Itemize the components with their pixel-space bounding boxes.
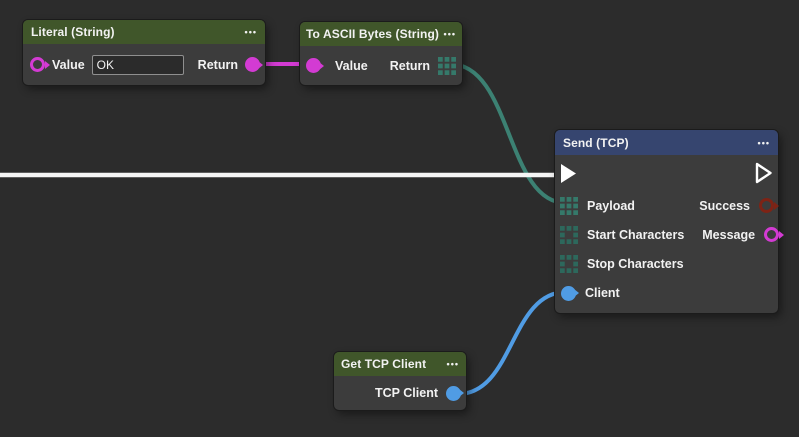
stop-characters-input-port[interactable] <box>560 254 578 273</box>
node-literal-title: Literal (String) <box>31 25 115 39</box>
return-label: Return <box>197 57 238 72</box>
node-get-tcp-header[interactable]: Get TCP Client ••• <box>334 352 466 376</box>
node-get-tcp-title: Get TCP Client <box>341 357 427 371</box>
wire-client-to-send[interactable] <box>457 290 567 396</box>
success-label: Success <box>699 198 750 213</box>
payload-input-port[interactable] <box>560 196 578 215</box>
tcp-client-output-port[interactable] <box>446 385 461 401</box>
stop-characters-label: Stop Characters <box>587 256 684 271</box>
node-literal-header[interactable]: Literal (String) ••• <box>23 20 265 44</box>
client-label: Client <box>585 286 620 300</box>
return-label: Return <box>389 58 430 73</box>
bytes-output-port[interactable] <box>438 56 456 75</box>
value-label: Value <box>52 57 85 72</box>
node-send-tcp[interactable]: Send (TCP) ••• Payload Success <box>555 130 780 313</box>
success-output-port[interactable] <box>759 198 774 213</box>
menu-icon[interactable]: ••• <box>757 137 770 148</box>
tcp-client-label: TCP Client <box>375 386 438 400</box>
menu-icon[interactable]: ••• <box>443 29 456 39</box>
message-label: Message <box>702 227 756 242</box>
start-characters-input-port[interactable] <box>560 225 578 244</box>
value-input-port[interactable] <box>306 58 321 73</box>
message-output-port[interactable] <box>764 227 780 242</box>
node-literal-string[interactable]: Literal (String) ••• Value Return <box>23 20 265 85</box>
wire-ascii-to-payload[interactable] <box>449 62 567 205</box>
node-send-header[interactable]: Send (TCP) ••• <box>555 130 778 155</box>
value-input-port[interactable] <box>30 57 45 72</box>
node-send-title: Send (TCP) <box>563 135 629 150</box>
menu-icon[interactable]: ••• <box>244 27 257 37</box>
node-to-ascii-title: To ASCII Bytes (String) <box>306 27 439 41</box>
node-to-ascii-bytes[interactable]: To ASCII Bytes (String) ••• Value Return <box>300 22 462 85</box>
client-input-port[interactable] <box>561 285 576 301</box>
start-characters-label: Start Characters <box>587 227 685 242</box>
flow-output-port[interactable] <box>755 162 773 184</box>
value-label: Value <box>335 58 368 73</box>
payload-label: Payload <box>587 198 635 213</box>
node-get-tcp-client[interactable]: Get TCP Client ••• TCP Client <box>334 352 466 410</box>
node-to-ascii-header[interactable]: To ASCII Bytes (String) ••• <box>300 22 462 46</box>
flow-input-port[interactable] <box>560 163 577 184</box>
return-output-port[interactable] <box>244 57 260 72</box>
menu-icon[interactable]: ••• <box>446 359 459 369</box>
value-text-input[interactable] <box>91 54 184 75</box>
